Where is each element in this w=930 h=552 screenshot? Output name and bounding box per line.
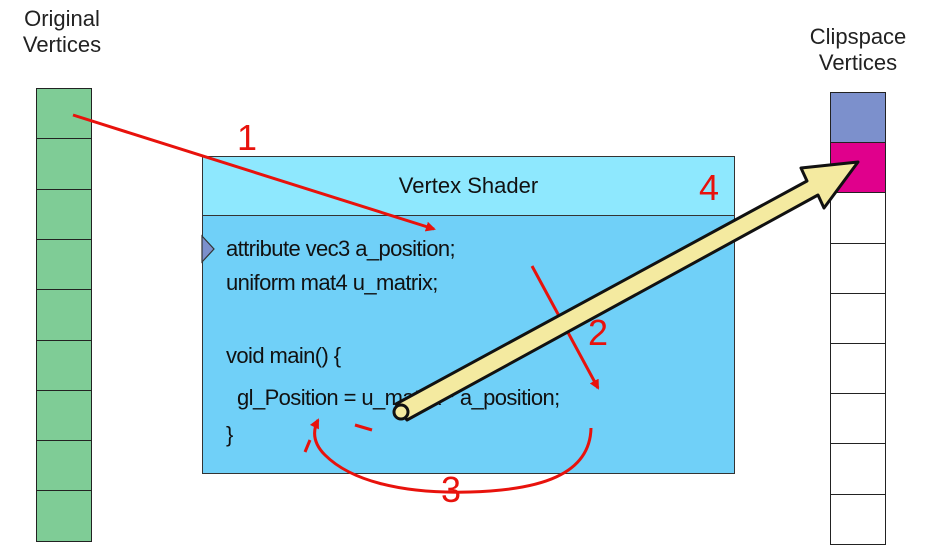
original-vertices-label-line1: Original — [24, 6, 100, 31]
clipspace-vertices-label-line2: Vertices — [818, 50, 898, 76]
code-line-main: void main() { — [226, 343, 341, 368]
code-line-attribute: attribute vec3 a_position; — [226, 236, 456, 261]
step-2-label: 2 — [588, 312, 609, 353]
clipspace-vertex-cell — [830, 493, 886, 546]
step3-arrow — [309, 418, 593, 494]
clipspace-vertex-cell — [830, 393, 886, 445]
step3-tick-right — [354, 423, 373, 432]
clipspace-vertex-cell — [830, 192, 886, 245]
step-1-label: 1 — [237, 117, 258, 158]
original-vertices-label-line2: Vertices — [22, 32, 102, 58]
step4-big-arrow — [394, 160, 860, 422]
clipspace-vertices-label: Clipspace Vertices — [788, 24, 928, 77]
step-3-label: 3 — [441, 469, 462, 510]
step3-tick-left — [303, 439, 312, 453]
original-vertex-cell — [36, 339, 92, 392]
step-4-label: 4 — [699, 167, 720, 208]
original-vertex-cell — [36, 289, 92, 341]
code-line-close-brace: } — [226, 422, 233, 447]
original-vertex-cell — [36, 389, 92, 442]
vertex-shader-box: Vertex Shader — [202, 156, 735, 474]
clipspace-vertex-cell — [830, 242, 886, 295]
clipspace-vertex-cell — [830, 443, 886, 496]
clipspace-vertex-cell — [830, 92, 886, 144]
vertex-shader-title: Vertex Shader — [203, 157, 734, 216]
original-vertex-cell — [36, 440, 92, 492]
clipspace-vertex-cell — [830, 292, 886, 345]
original-vertex-cell — [36, 490, 92, 543]
step1-arrow — [72, 113, 436, 232]
clipspace-vertices-label-line1: Clipspace — [809, 24, 907, 49]
step4-arrow-tail — [392, 403, 410, 421]
code-line-uniform: uniform mat4 u_matrix; — [226, 270, 438, 295]
original-vertex-cell — [36, 138, 92, 191]
clipspace-vertex-cell — [830, 343, 886, 395]
original-vertex-cell — [36, 188, 92, 241]
original-vertices-label: Original Vertices — [2, 6, 122, 59]
